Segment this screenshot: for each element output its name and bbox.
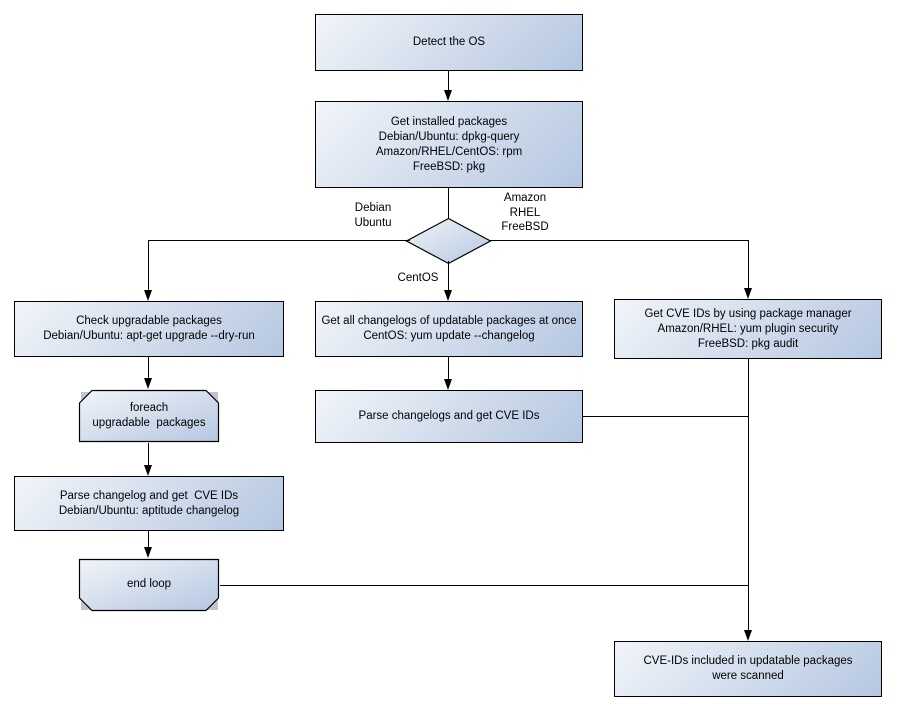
node-detect-os: Detect the OS: [315, 14, 583, 71]
decision-diamond: [405, 217, 492, 265]
edge-endloop-right: [220, 585, 749, 586]
node-get-installed-packages: Get installed packages Debian/Ubuntu: dp…: [315, 101, 583, 188]
edge-arrowhead: [744, 288, 752, 299]
node-get-cve-ids-package-manager: Get CVE IDs by using package manager Ama…: [614, 299, 882, 359]
node-text: Debian/Ubuntu: dpkg-query: [378, 130, 520, 143]
edge-installed-to-decision: [448, 188, 449, 219]
edge-decision-left: [148, 240, 410, 241]
edge-label-centos: CentOS: [397, 272, 439, 284]
node-end-loop: end loop: [78, 558, 220, 610]
node-text: Amazon/RHEL/CentOS: rpm: [375, 145, 523, 158]
edge-check-to-foreach: [148, 357, 149, 379]
node-text: upgradable packages: [92, 417, 206, 429]
edge-label-text: Amazon: [503, 192, 547, 204]
edge-detect-to-installed: [448, 71, 449, 91]
edge-label-debian-ubuntu: Debian Ubuntu: [338, 201, 408, 230]
node-text: CentOS: yum update --changelog: [363, 330, 535, 342]
node-text: Parse changelogs and get CVE IDs: [358, 410, 540, 422]
node-text: Debian/Ubuntu: aptitude changelog: [58, 504, 240, 517]
edge-arrowhead: [144, 290, 152, 301]
node-text: foreach: [129, 402, 169, 414]
edge-parse-to-endloop: [148, 531, 149, 548]
edge-foreach-to-parse: [148, 443, 149, 466]
node-text: Get CVE IDs by using package manager: [644, 307, 852, 320]
node-text: Parse changelog and get CVE IDs: [59, 489, 239, 502]
edge-label-text: Debian: [354, 202, 392, 214]
node-text: were scanned: [712, 670, 784, 682]
node-text: end loop: [126, 577, 172, 590]
node-text: Detect the OS: [412, 36, 486, 48]
edge-decision-right-down: [748, 240, 749, 289]
edge-parse-changelogs-right: [583, 416, 749, 417]
node-get-all-changelogs: Get all changelogs of updatable packages…: [315, 301, 583, 357]
node-text: Debian/Ubuntu: apt-get upgrade --dry-run: [43, 330, 255, 342]
edge-decision-left-down: [148, 240, 149, 291]
edge-arrowhead: [144, 547, 152, 558]
edge-decision-centos-down: [448, 261, 449, 291]
edge-trunk-to-result: [748, 359, 749, 631]
node-parse-changelogs-once: Parse changelogs and get CVE IDs: [315, 390, 583, 443]
foreach-loop-shape: [78, 389, 220, 443]
edge-label-text: Ubuntu: [354, 216, 392, 229]
edge-label-text: FreeBSD: [501, 221, 549, 233]
node-text: Check upgradable packages: [76, 315, 222, 327]
node-foreach-loop-start: foreach upgradable packages: [78, 390, 220, 442]
edge-label-amazon-rhel-freebsd: Amazon RHEL FreeBSD: [492, 191, 558, 235]
node-text: Amazon/RHEL: yum plugin security: [657, 322, 839, 335]
edge-label-text: RHEL: [509, 206, 541, 219]
edge-arrowhead: [744, 630, 752, 641]
edge-decision-right: [489, 240, 749, 241]
node-text: CVE-IDs included in updatable packages: [643, 655, 853, 667]
node-check-upgradable-packages: Check upgradable packages Debian/Ubuntu:…: [14, 301, 284, 357]
edge-arrowhead: [144, 378, 152, 389]
edge-arrowhead: [444, 379, 452, 390]
node-text: Get all changelogs of updatable packages…: [321, 315, 577, 327]
end-loop-shape: [78, 558, 220, 612]
node-text: FreeBSD: pkg audit: [697, 337, 799, 350]
node-text: FreeBSD: pkg: [412, 160, 486, 173]
edge-arrowhead: [444, 290, 452, 301]
edge-changelogs-to-parse: [448, 357, 449, 380]
edge-arrowhead: [444, 90, 452, 101]
node-scan-result: CVE-IDs included in updatable packages w…: [614, 641, 882, 697]
node-parse-changelog-per-package: Parse changelog and get CVE IDs Debian/U…: [14, 476, 284, 531]
edge-arrowhead: [144, 465, 152, 476]
node-text: Get installed packages: [390, 115, 508, 128]
